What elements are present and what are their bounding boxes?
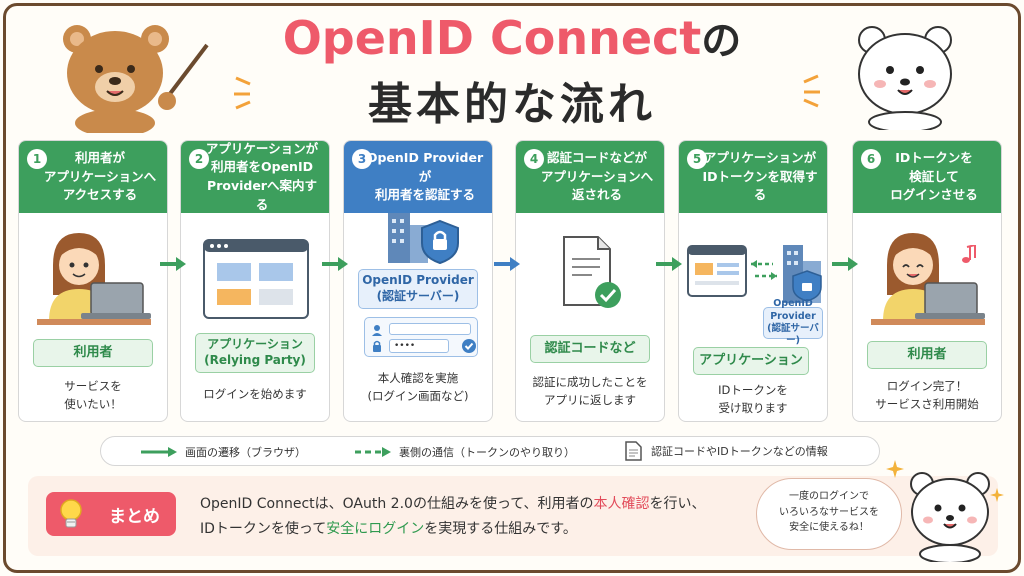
summary-line2-a: IDトークンを使って bbox=[200, 520, 327, 537]
summary-button-label: まとめ bbox=[109, 506, 160, 527]
lock-icon bbox=[373, 340, 381, 352]
step-title: アプリケーションが IDトークンを取得する bbox=[702, 149, 818, 203]
page-title: OpenID Connectの bbox=[0, 8, 1024, 66]
legend-item-dashed: 裏側の通信（トークンのやり取り） bbox=[355, 444, 575, 460]
white-bear-icon bbox=[910, 472, 990, 562]
document-check-icon bbox=[563, 236, 621, 308]
actor-label: アプリケーション (Relying Party) bbox=[195, 333, 315, 373]
summary-line1-c: を行い、 bbox=[649, 496, 706, 512]
step-title: アプリケーションが 利用者をOpenID Providerへ案内する bbox=[205, 140, 319, 212]
user-at-laptop-icon bbox=[871, 233, 985, 325]
step-card-1: 1 利用者が アプリケーションへ アクセスする 利用者 サービスを 使いたい！ bbox=[18, 140, 168, 422]
legend-doc-label: 認証コードやIDトークンなどの情報 bbox=[651, 445, 828, 458]
legend: 画面の遷移（ブラウザ） 裏側の通信（トークンのやり取り） 認証コードやIDトーク… bbox=[100, 436, 880, 466]
brown-bear-icon bbox=[63, 25, 209, 133]
summary-line2-c: を実現する仕組みです。 bbox=[424, 520, 577, 537]
solid-arrow-icon bbox=[141, 447, 177, 457]
password-field[interactable]: •••• bbox=[389, 339, 449, 353]
flow-arrow bbox=[322, 257, 348, 271]
flow-arrow bbox=[494, 257, 520, 271]
dashed-exchange-arrows bbox=[751, 260, 777, 280]
summary-highlight-login: 安全にログイン bbox=[326, 520, 425, 537]
actor-label: 利用者 bbox=[867, 341, 987, 369]
legend-item-solid: 画面の遷移（ブラウザ） bbox=[141, 444, 306, 460]
page-subtitle: 基本的な流れ bbox=[368, 79, 656, 130]
step-header: 1 利用者が アプリケーションへ アクセスする bbox=[19, 141, 167, 213]
dashed-arrow-icon bbox=[355, 447, 391, 457]
login-form: •••• bbox=[364, 317, 478, 357]
step-number: 6 bbox=[861, 149, 881, 169]
legend-item-doc: 認証コードやIDトークンなどの情報 bbox=[625, 441, 828, 461]
step-description: 認証に成功したことを アプリに返します bbox=[532, 375, 648, 408]
step-number: 3 bbox=[352, 149, 372, 169]
username-field[interactable] bbox=[389, 323, 471, 335]
summary-text: OpenID Connectは、OAuth 2.0の仕組みを使って、利用者の本人… bbox=[200, 492, 706, 541]
step-title: IDトークンを 検証して ログインさせる bbox=[890, 149, 978, 203]
lightbulb-icon bbox=[60, 499, 82, 528]
title-main: OpenID Connect bbox=[282, 11, 702, 65]
step-title: 利用者が アプリケーションへ アクセスする bbox=[43, 149, 157, 203]
step-card-4: 4 認証コードなどが アプリケーションへ 返される 認証コードなど 認証に成功し… bbox=[515, 140, 665, 422]
actor-label: アプリケーション bbox=[693, 347, 809, 375]
user-at-laptop-icon bbox=[37, 233, 151, 325]
music-note-icon bbox=[962, 245, 976, 263]
user-icon bbox=[372, 325, 382, 336]
legend-solid-label: 画面の遷移（ブラウザ） bbox=[185, 446, 306, 459]
browser-window-icon bbox=[203, 239, 309, 319]
flow-arrow bbox=[832, 257, 858, 271]
step-header: 4 認証コードなどが アプリケーションへ 返される bbox=[516, 141, 664, 213]
title-tail: の bbox=[701, 18, 742, 64]
summary-button: まとめ bbox=[46, 492, 176, 536]
step-card-3: 3 OpenID Providerが 利用者を認証する OpenID Provi… bbox=[343, 140, 493, 422]
step-number: 5 bbox=[687, 149, 707, 169]
step-header: 3 OpenID Providerが 利用者を認証する bbox=[344, 141, 492, 213]
step-title: OpenID Providerが 利用者を認証する bbox=[366, 149, 484, 203]
legend-dashed-label: 裏側の通信（トークンのやり取り） bbox=[399, 446, 575, 459]
speech-bubble: 一度のログインで いろいろなサービスを 安全に使えるね！ bbox=[756, 478, 902, 550]
building-icon bbox=[783, 245, 822, 303]
sparkle-icon bbox=[886, 460, 904, 478]
flow-arrow bbox=[656, 257, 682, 271]
item-label: 認証コードなど bbox=[530, 335, 650, 363]
sparkle-icon bbox=[990, 488, 1004, 502]
shield-lock-icon bbox=[421, 219, 459, 265]
step-header: 5 アプリケーションが IDトークンを取得する bbox=[679, 141, 827, 213]
step-card-2: 2 アプリケーションが 利用者をOpenID Providerへ案内する アプリ… bbox=[180, 140, 330, 422]
summary-line1-a: OpenID Connectは、OAuth 2.0の仕組みを使って、利用者の bbox=[200, 496, 594, 512]
step-title: 認証コードなどが アプリケーションへ 返される bbox=[540, 149, 654, 203]
summary-highlight-identity: 本人確認 bbox=[593, 496, 650, 512]
sparkle-icon bbox=[803, 74, 820, 108]
white-bear-icon bbox=[858, 26, 952, 130]
step-header: 2 アプリケーションが 利用者をOpenID Providerへ案内する bbox=[181, 141, 329, 213]
step-number: 1 bbox=[27, 149, 47, 169]
actor-label: 利用者 bbox=[33, 339, 153, 367]
building-icon bbox=[388, 213, 428, 263]
flow-arrow bbox=[160, 257, 186, 271]
step-description: ログイン完了！ サービスさ利用開始 bbox=[875, 379, 979, 412]
step-card-6: 6 IDトークンを 検証して ログインさせる 利用者 ログイン完了！ サービスさ… bbox=[852, 140, 1002, 422]
browser-window-icon bbox=[687, 245, 747, 297]
step-description: サービスを 使いたい！ bbox=[64, 379, 122, 412]
step-card-5: 5 アプリケーションが IDトークンを取得する OpenID Provider … bbox=[678, 140, 828, 422]
document-icon bbox=[625, 441, 642, 461]
step-description: IDトークンを 受け取ります bbox=[718, 383, 788, 416]
step-description: ログインを始めます bbox=[203, 387, 307, 401]
provider-label: OpenID Provider (認証サーバー) bbox=[358, 269, 478, 309]
provider-label: OpenID Provider (認証サーバー) bbox=[763, 298, 823, 346]
step-description: 本人確認を実施 (ログイン画面など) bbox=[367, 371, 469, 404]
step-number: 2 bbox=[189, 149, 209, 169]
step-header: 6 IDトークンを 検証して ログインさせる bbox=[853, 141, 1001, 213]
check-icon bbox=[462, 339, 476, 353]
sparkle-icon bbox=[234, 76, 251, 110]
step-number: 4 bbox=[524, 149, 544, 169]
